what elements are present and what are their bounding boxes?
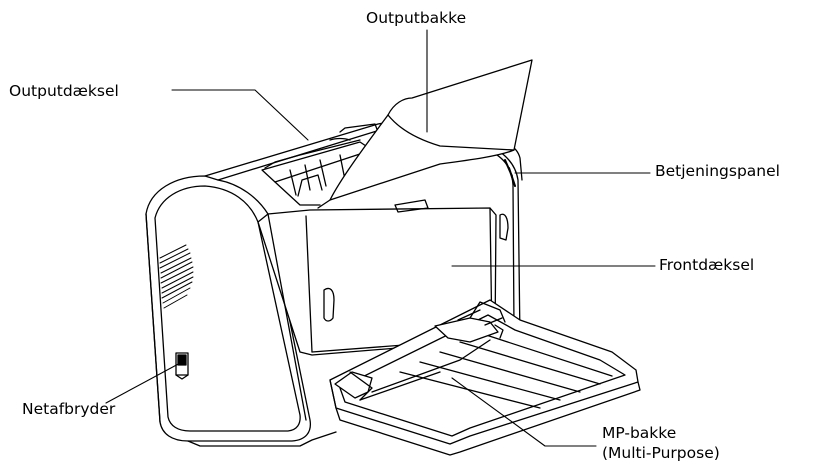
printer-base — [187, 431, 337, 447]
label-mp-tray: MP-bakke (Multi-Purpose) — [602, 423, 720, 463]
power-switch — [175, 352, 189, 380]
vent-grille — [159, 244, 194, 309]
output-tray — [317, 59, 533, 209]
label-mp-tray-line1: MP-bakke — [602, 424, 677, 442]
mp-tray — [329, 299, 641, 456]
leader-mp — [451, 377, 597, 447]
leader-outputdaeksel — [171, 89, 309, 141]
leader-lines — [105, 29, 656, 447]
label-control-panel: Betjeningspanel — [655, 162, 780, 180]
label-output-tray: Outputbakke — [366, 9, 467, 27]
label-front-cover: Frontdæksel — [659, 256, 755, 274]
label-power-switch: Netafbryder — [22, 400, 116, 418]
leader-netafbryder — [105, 361, 183, 404]
label-output-cover: Outputdæksel — [9, 82, 119, 100]
label-mp-tray-line2: (Multi-Purpose) — [602, 444, 720, 462]
